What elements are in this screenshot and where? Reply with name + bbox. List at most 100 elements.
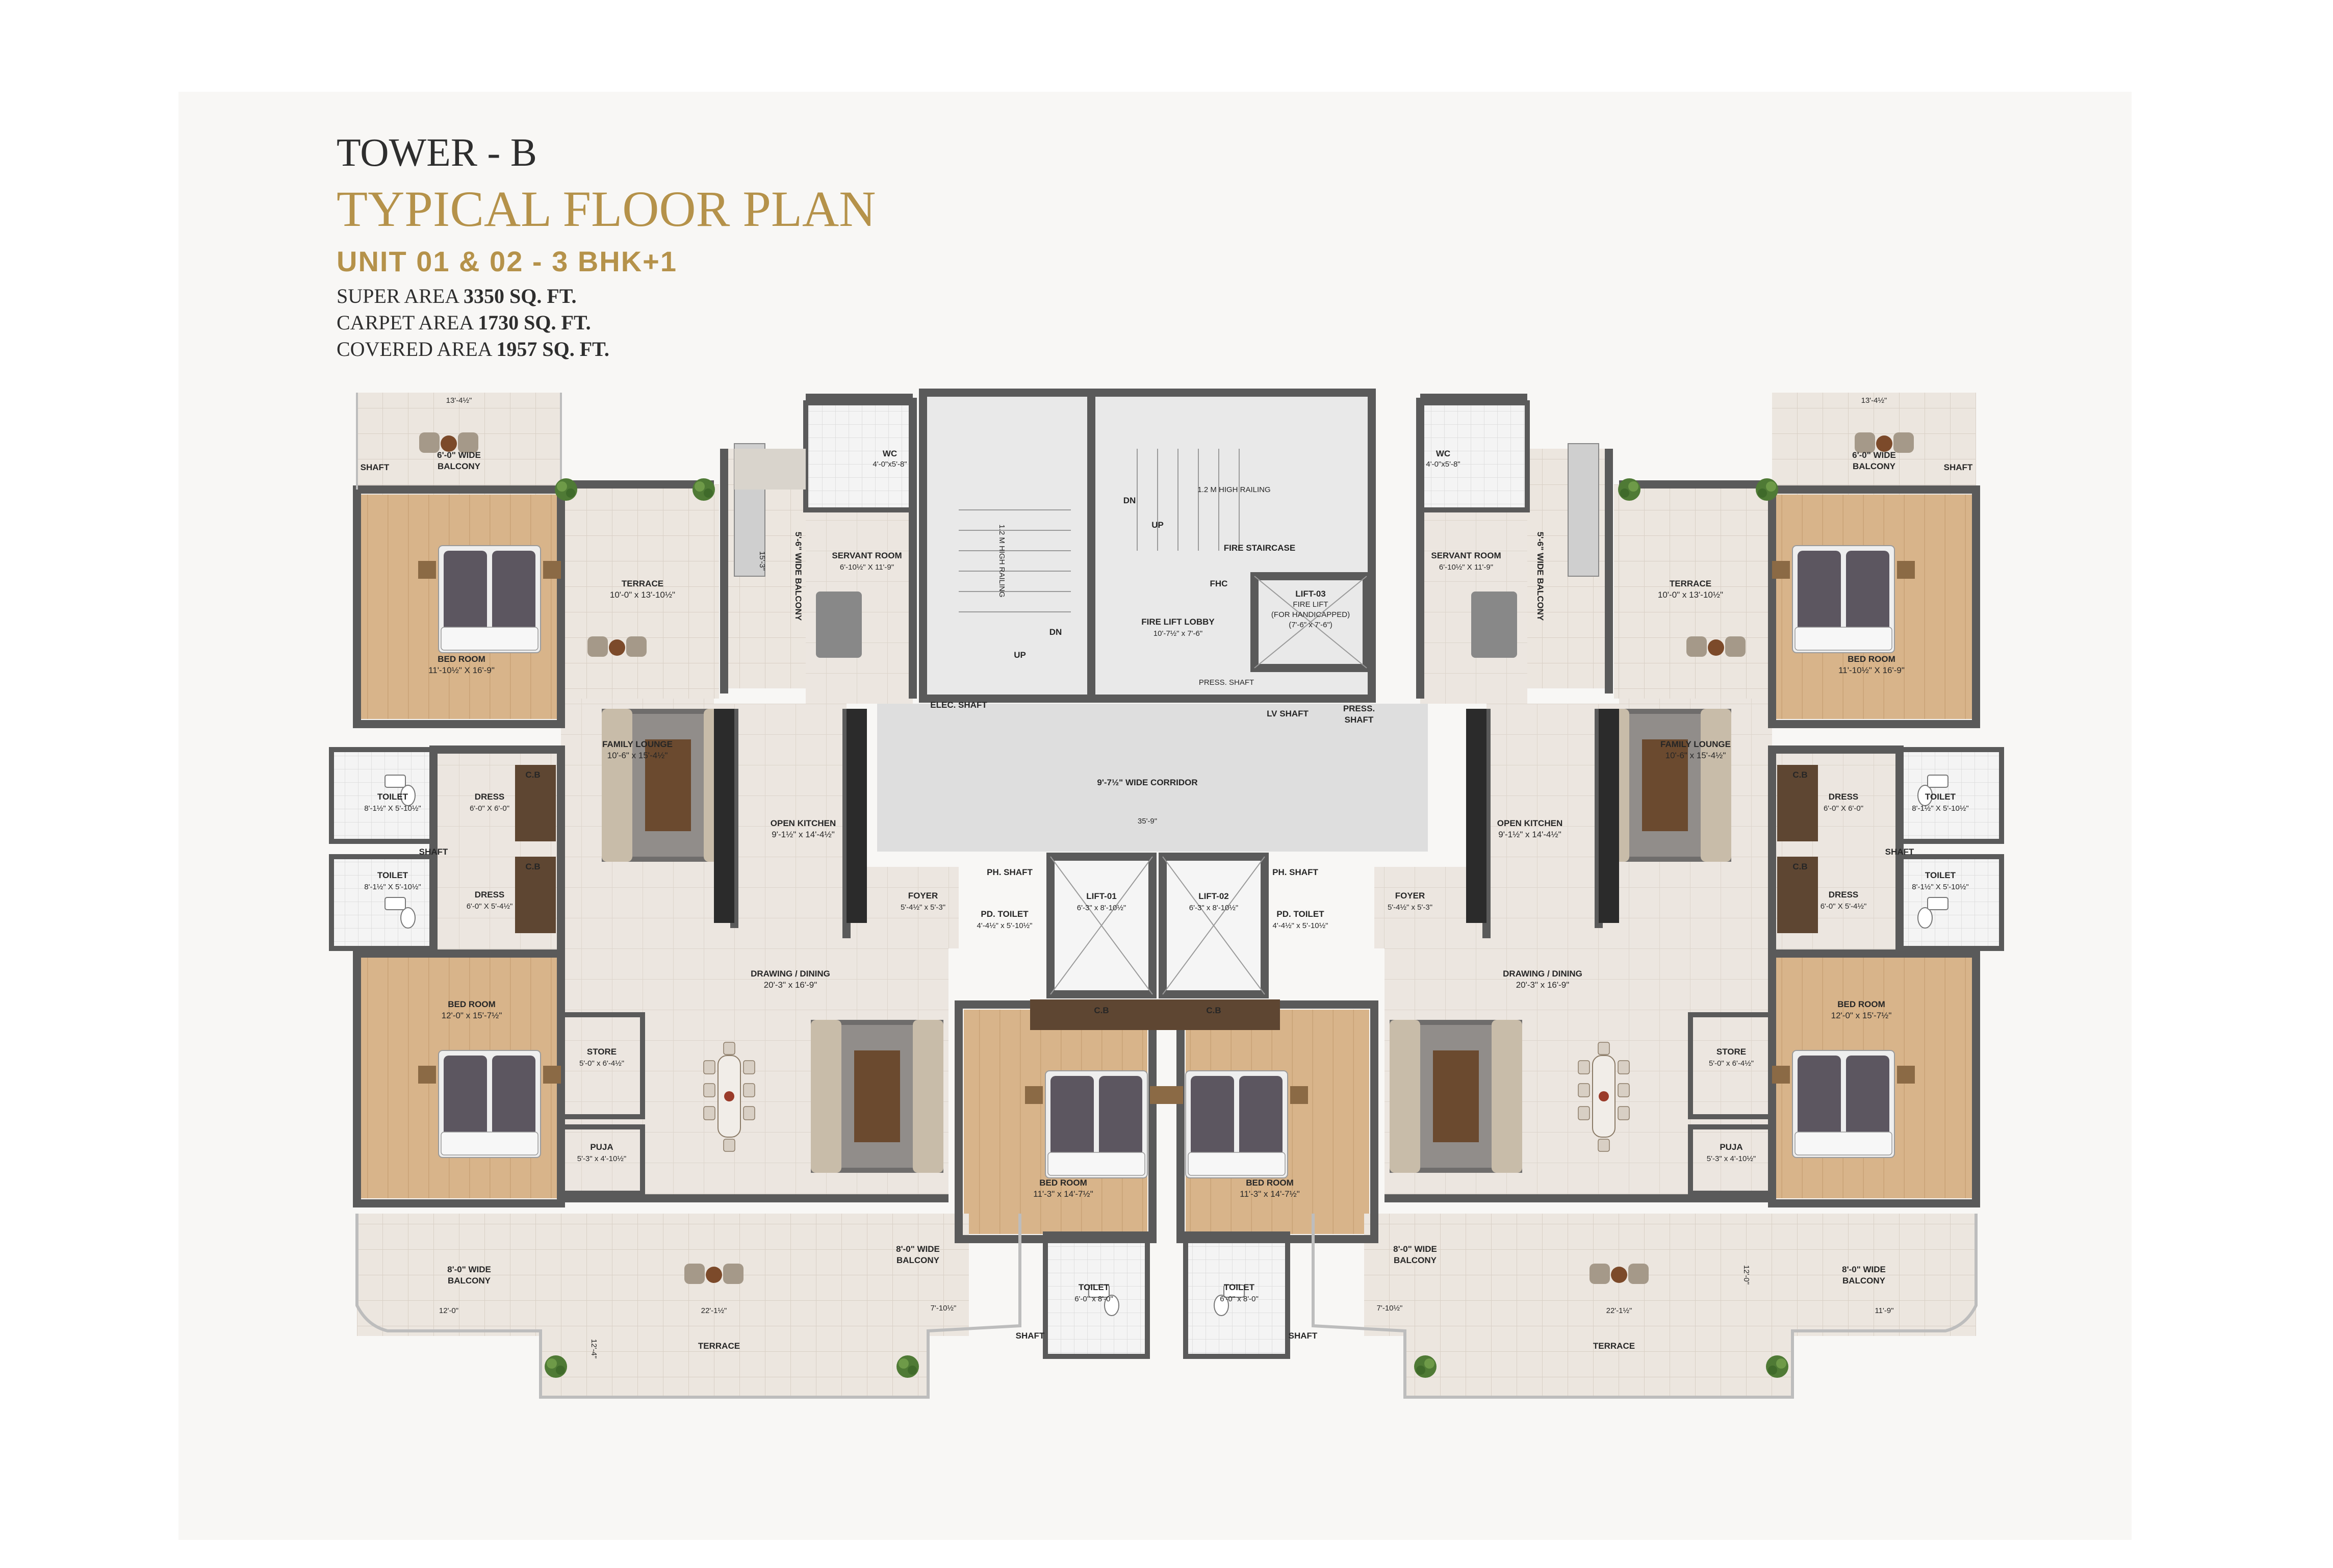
shaft-small: SHAFT [419, 847, 448, 857]
kitchen-dim: 9'-1½" x 14'-4½" [772, 830, 834, 839]
terrace-label: TERRACE [622, 579, 663, 588]
r-top-balcony-label: 6'-0" WIDE [1852, 450, 1896, 460]
bed3-label: BED ROOM [1039, 1178, 1087, 1188]
bottom-toilet-label: TOILET [1079, 1282, 1110, 1292]
lift01-label: LIFT-01 [1086, 891, 1117, 901]
toilet-floor-2 [331, 857, 433, 948]
r-bottom-balcony2-label: 8'-0" WIDE [1393, 1244, 1437, 1254]
r-family-label: FAMILY LOUNGE [1660, 739, 1731, 749]
r-toilet2-dim: 8'-1½" X 5'-10½" [1912, 883, 1968, 891]
r-kitchen-dim: 9'-1½" x 14'-4½" [1498, 830, 1561, 839]
dn-left-label: DN [1049, 627, 1062, 637]
top-balcony-label-2: BALCONY [438, 461, 481, 471]
cb-label-1: C.B [525, 770, 540, 780]
corridor-dim: 35'-9" [1138, 817, 1157, 826]
cb-core-right: C.B [1206, 1006, 1221, 1015]
r-bed2-label: BED ROOM [1837, 999, 1885, 1009]
r-foyer-label: FOYER [1395, 891, 1425, 901]
r-bed2-dim: 12'-0" x 15'-7½" [1831, 1011, 1892, 1020]
r-dress2-dim: 6'-0" X 5'-4½" [1821, 902, 1867, 911]
bottom-balcony-label-2: BALCONY [448, 1276, 491, 1286]
toilet2-label: TOILET [377, 870, 408, 880]
bottom-shaft-label: SHAFT [1016, 1331, 1045, 1341]
carpet-area: CARPET AREA 1730 SQ. FT. [337, 310, 876, 336]
covered-area-label: COVERED AREA [337, 338, 492, 361]
r-dim-7-10: 7'-10½" [1377, 1304, 1403, 1313]
plan-title: TYPICAL FLOOR PLAN [337, 181, 876, 237]
dress2-label: DRESS [475, 890, 505, 899]
store-label: STORE [587, 1047, 617, 1057]
side-balcony-label: 5'-6" WIDE BALCONY [793, 532, 803, 621]
family-label: FAMILY LOUNGE [602, 739, 673, 749]
railing-left-label: 1.2 M HIGH RAILING [997, 524, 1006, 597]
r-top-balcony-label-2: BALCONY [1853, 461, 1896, 471]
r-dim-12-0: 12'-0" [1742, 1265, 1751, 1284]
bottom-balcony-label: 8'-0" WIDE [447, 1265, 491, 1274]
area-list: SUPER AREA 3350 SQ. FT. CARPET AREA 1730… [337, 283, 876, 363]
stair-floor [923, 393, 1372, 699]
dress1-label: DRESS [475, 792, 505, 802]
dim-12-0: 12'-0" [439, 1306, 458, 1315]
shaft-label: SHAFT [361, 462, 390, 472]
bed2-label: BED ROOM [448, 999, 496, 1009]
fhc-label: FHC [1210, 579, 1228, 588]
servant-label: SERVANT ROOM [832, 551, 902, 560]
carpet-area-value: 1730 SQ. FT. [478, 311, 591, 334]
lift02-dim: 6'-3" x 8'-10½" [1189, 904, 1238, 912]
r-toilet2-label: TOILET [1925, 870, 1956, 880]
toilet1-dim: 8'-1½" X 5'-10½" [364, 804, 421, 813]
pd-toilet-right-dim: 4'-4½" x 5'-10½" [1273, 921, 1328, 930]
lift01-dim: 6'-3" x 8'-10½" [1077, 904, 1126, 912]
bed1-label: BED ROOM [438, 654, 485, 664]
up-left-label: UP [1014, 650, 1026, 660]
super-area-value: 3350 SQ. FT. [463, 285, 577, 307]
r-puja-dim: 5'-3" x 4'-10½" [1707, 1154, 1756, 1163]
lift03-label-2: FIRE LIFT [1293, 600, 1328, 609]
wc-floor [806, 403, 913, 510]
carpet-area-label: CARPET AREA [337, 311, 473, 334]
wc-label: WC [883, 449, 897, 458]
bottom-terrace-label: TERRACE [698, 1341, 740, 1351]
super-area-label: SUPER AREA [337, 285, 458, 307]
kitchen-label: OPEN KITCHEN [771, 818, 836, 828]
puja-label: PUJA [590, 1142, 613, 1152]
r-wc-label: WC [1436, 449, 1450, 458]
pd-toilet-right: PD. TOILET [1276, 909, 1324, 919]
fire-lift-lobby-label: FIRE LIFT LOBBY [1141, 617, 1215, 627]
lv-shaft-label: LV SHAFT [1267, 709, 1309, 718]
r-shaft-label: SHAFT [1944, 462, 1973, 472]
r-bottom-toilet-dim: 6'-0" x 8'-0" [1220, 1295, 1259, 1303]
corridor-floor [877, 704, 1428, 852]
bottom-balcony2-label: 8'-0" WIDE [896, 1244, 940, 1254]
r-bed3-label: BED ROOM [1246, 1178, 1294, 1188]
terrace-dim: 10'-0" x 13'-10½" [610, 590, 675, 600]
r-family-dim: 10'-6" x 15'-4½" [1665, 751, 1726, 760]
super-area: SUPER AREA 3350 SQ. FT. [337, 283, 876, 310]
lift03-label-3: (FOR HANDICAPPED) [1271, 610, 1350, 619]
terrace-floor [561, 484, 719, 699]
r-bed3-dim: 11'-3" x 14'-7½" [1240, 1189, 1299, 1199]
r-terrace-dim: 10'-0" x 13'-10½" [1658, 590, 1723, 600]
r-shaft-small: SHAFT [1885, 847, 1914, 857]
ph-shaft-left: PH. SHAFT [987, 867, 1033, 877]
elec-shaft-label: ELEC. SHAFT [930, 700, 987, 710]
dress2-dim: 6'-0" X 5'-4½" [467, 902, 513, 911]
r-dim-11-9: 11'-9" [1875, 1306, 1893, 1315]
bed1-dim: 11'-10½" X 16'-9" [428, 665, 495, 675]
fire-lift-lobby-dim: 10'-7½" x 7'-6" [1153, 629, 1202, 638]
ph-shaft-right: PH. SHAFT [1272, 867, 1318, 877]
labels-unit-01: 13'-4½" 6'-0" WIDE BALCONY SHAFT BED ROO… [361, 396, 1113, 1358]
r-toilet1-label: TOILET [1925, 792, 1956, 802]
r-cb-label-1: C.B [1792, 770, 1807, 780]
core [877, 389, 1428, 1030]
unit-02 [1165, 393, 2004, 1399]
r-puja-label: PUJA [1720, 1142, 1742, 1152]
r-store-label: STORE [1716, 1047, 1746, 1057]
drawing-dim: 20'-3" x 16'-9" [764, 980, 817, 990]
dn-top-label: DN [1123, 496, 1136, 505]
lift02-label: LIFT-02 [1198, 891, 1229, 901]
bed3-dim: 11'-3" x 14'-7½" [1033, 1189, 1093, 1199]
store-dim: 5'-0" x 6'-4½" [579, 1059, 624, 1068]
r-servant-dim: 6'-10½" X 11'-9" [1439, 563, 1493, 572]
